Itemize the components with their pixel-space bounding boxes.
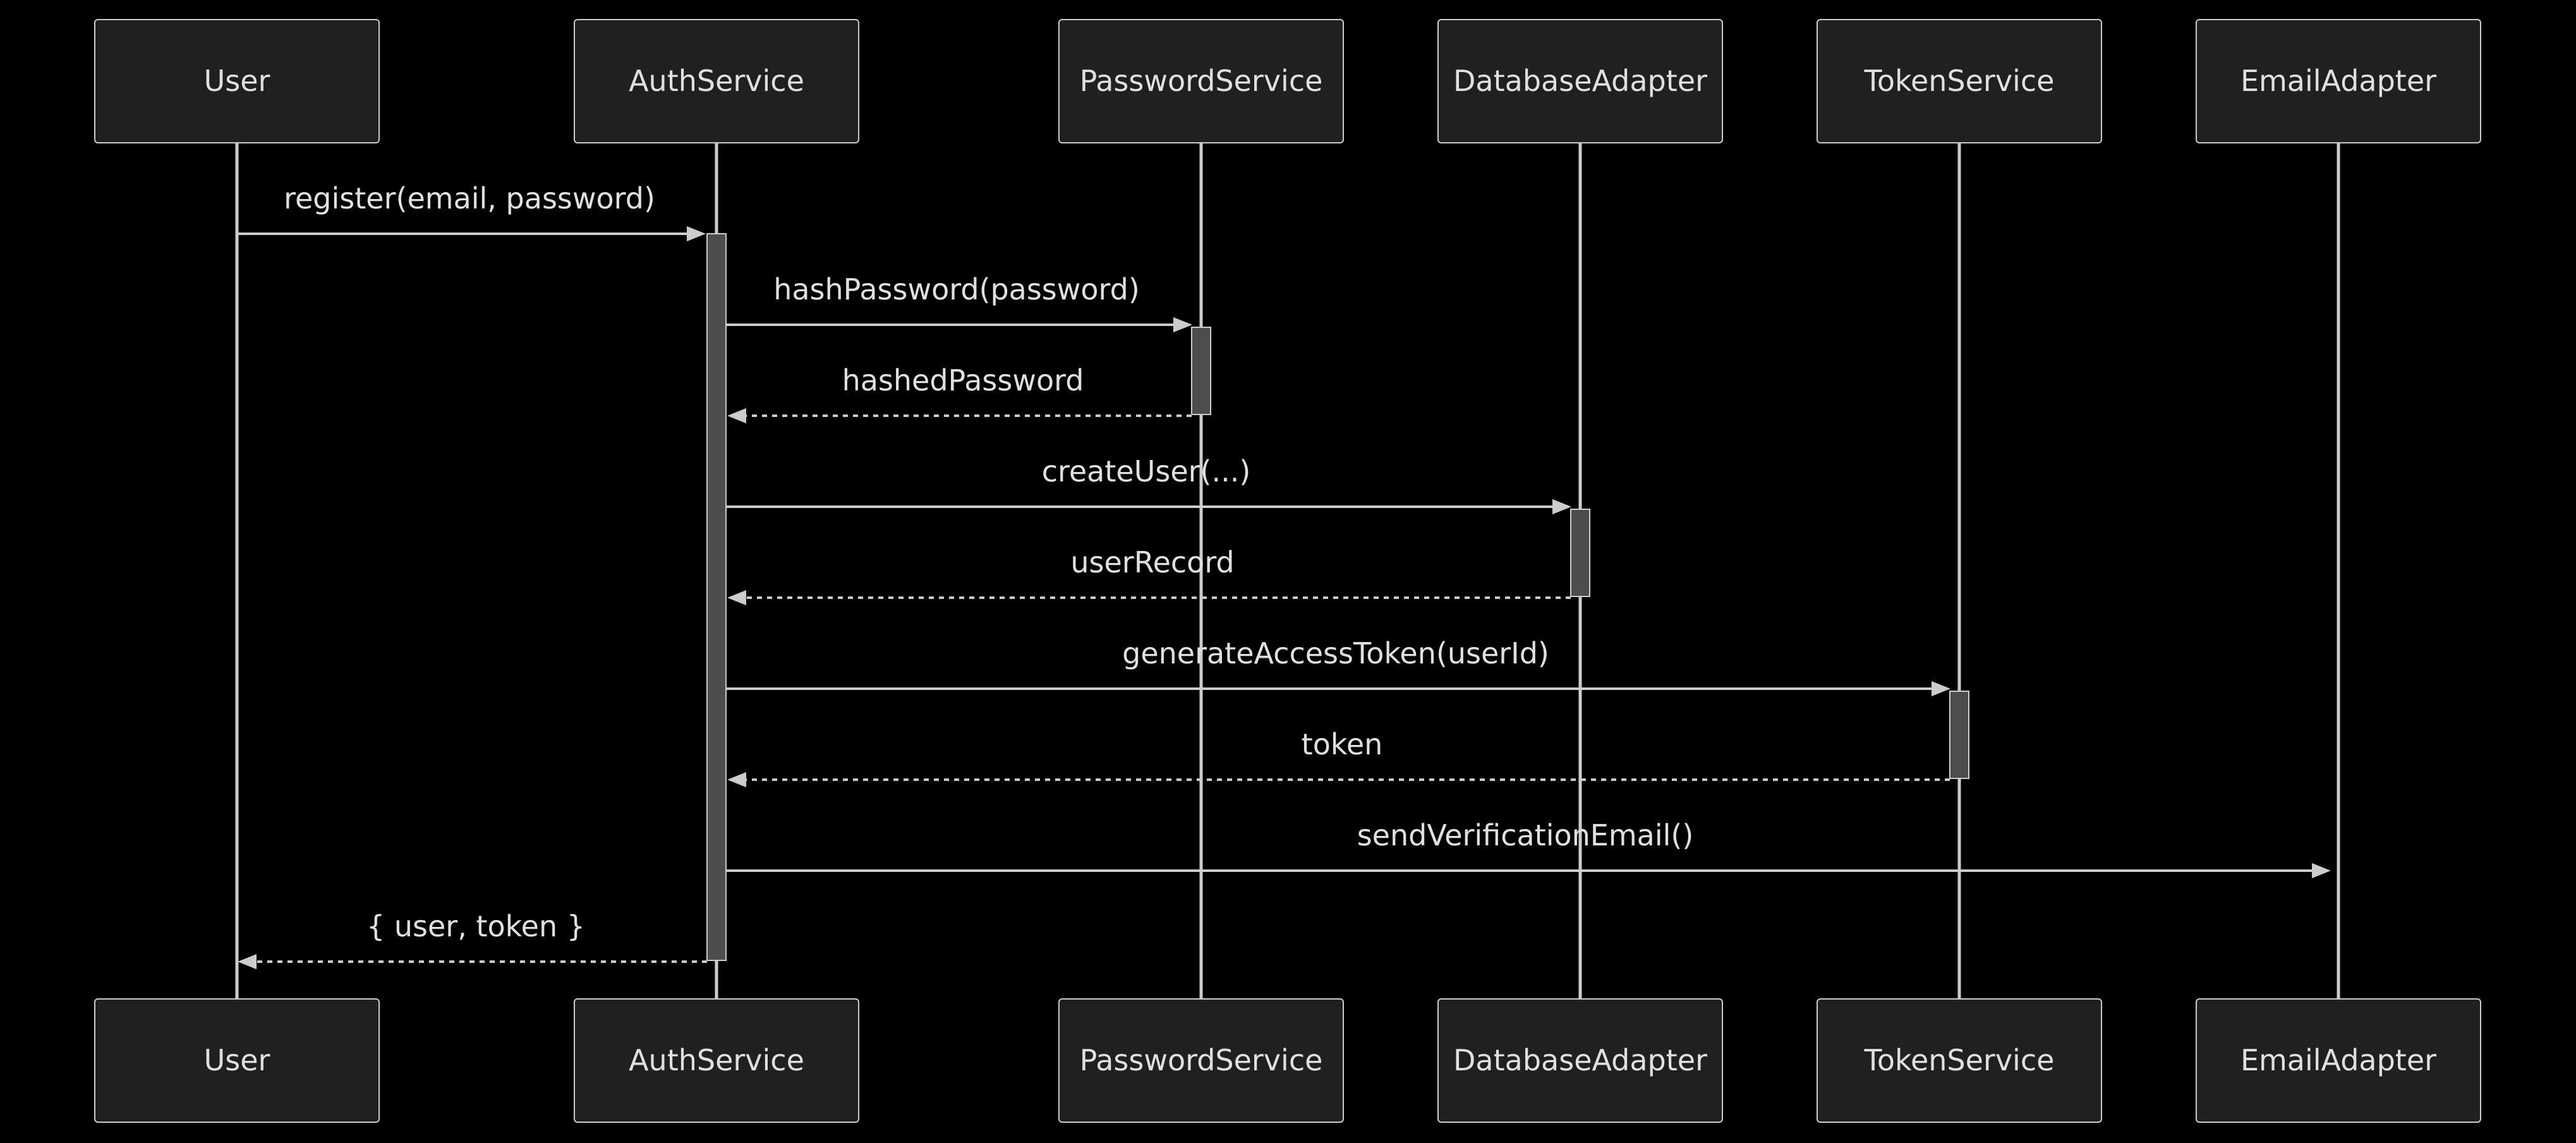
message-createuser-label: createUser(...) bbox=[1042, 454, 1251, 488]
actor-passwordservice-label-bottom: PasswordService bbox=[1080, 1043, 1323, 1077]
message-generateaccesstoken-label: generateAccessToken(userId) bbox=[1122, 636, 1549, 670]
arrowhead bbox=[1173, 317, 1192, 332]
message-createuser: createUser(...) bbox=[726, 454, 1571, 514]
message-user-token-return-label: { user, token } bbox=[366, 909, 585, 943]
message-generateaccesstoken: generateAccessToken(userId) bbox=[726, 636, 1950, 696]
arrowhead bbox=[238, 954, 257, 969]
message-user-token-return: { user, token } bbox=[238, 909, 707, 969]
actor-user-label-bottom: User bbox=[204, 1043, 270, 1077]
message-hashpassword: hashPassword(password) bbox=[726, 272, 1192, 332]
actor-authservice-label: AuthService bbox=[629, 64, 804, 98]
actor-databaseadapter-label-bottom: DatabaseAdapter bbox=[1453, 1043, 1707, 1077]
actor-passwordservice-top[interactable]: PasswordService bbox=[1058, 19, 1344, 143]
actor-tokenservice-bottom[interactable]: TokenService bbox=[1817, 998, 2102, 1123]
arrowhead bbox=[687, 226, 706, 241]
activation-databaseadapter bbox=[1570, 509, 1590, 597]
actor-user-label: User bbox=[204, 64, 270, 98]
message-sendverificationemail: sendVerificationEmail() bbox=[726, 818, 2331, 878]
message-register-label: register(email, password) bbox=[284, 181, 655, 215]
message-token-label: token bbox=[1302, 727, 1383, 761]
actor-user-top[interactable]: User bbox=[94, 19, 380, 143]
message-register: register(email, password) bbox=[237, 181, 706, 241]
activation-passwordservice bbox=[1191, 327, 1211, 415]
actor-emailadapter-label-bottom: EmailAdapter bbox=[2240, 1043, 2436, 1077]
message-hashedpassword: hashedPassword bbox=[727, 363, 1192, 423]
activation-tokenservice bbox=[1949, 691, 1969, 779]
actor-user-bottom[interactable]: User bbox=[94, 998, 380, 1123]
actor-tokenservice-label: TokenService bbox=[1864, 64, 2055, 98]
actor-authservice-top[interactable]: AuthService bbox=[574, 19, 859, 143]
message-userrecord: userRecord bbox=[727, 545, 1571, 605]
actor-tokenservice-label-bottom: TokenService bbox=[1864, 1043, 2055, 1077]
actor-emailadapter-label: EmailAdapter bbox=[2240, 64, 2436, 98]
message-userrecord-label: userRecord bbox=[1070, 545, 1234, 579]
arrowhead bbox=[2312, 863, 2331, 878]
message-hashedpassword-label: hashedPassword bbox=[842, 363, 1084, 397]
actor-databaseadapter-top[interactable]: DatabaseAdapter bbox=[1437, 19, 1723, 143]
arrowhead bbox=[727, 590, 746, 605]
actor-passwordservice-bottom[interactable]: PasswordService bbox=[1058, 998, 1344, 1123]
actor-authservice-bottom[interactable]: AuthService bbox=[574, 998, 859, 1123]
actor-emailadapter-top[interactable]: EmailAdapter bbox=[2196, 19, 2481, 143]
arrowhead bbox=[1932, 681, 1950, 696]
actor-databaseadapter-bottom[interactable]: DatabaseAdapter bbox=[1437, 998, 1723, 1123]
actor-emailadapter-bottom[interactable]: EmailAdapter bbox=[2196, 998, 2481, 1123]
actor-authservice-label-bottom: AuthService bbox=[629, 1043, 804, 1077]
actor-tokenservice-top[interactable]: TokenService bbox=[1817, 19, 2102, 143]
message-token: token bbox=[727, 727, 1950, 787]
actor-passwordservice-label: PasswordService bbox=[1080, 64, 1323, 98]
actor-databaseadapter-label: DatabaseAdapter bbox=[1453, 64, 1707, 98]
arrowhead bbox=[727, 772, 746, 787]
message-hashpassword-label: hashPassword(password) bbox=[773, 272, 1140, 306]
activation-authservice bbox=[706, 233, 727, 961]
arrowhead bbox=[1552, 499, 1571, 514]
message-sendverificationemail-label: sendVerificationEmail() bbox=[1357, 818, 1694, 852]
arrowhead bbox=[727, 408, 746, 423]
